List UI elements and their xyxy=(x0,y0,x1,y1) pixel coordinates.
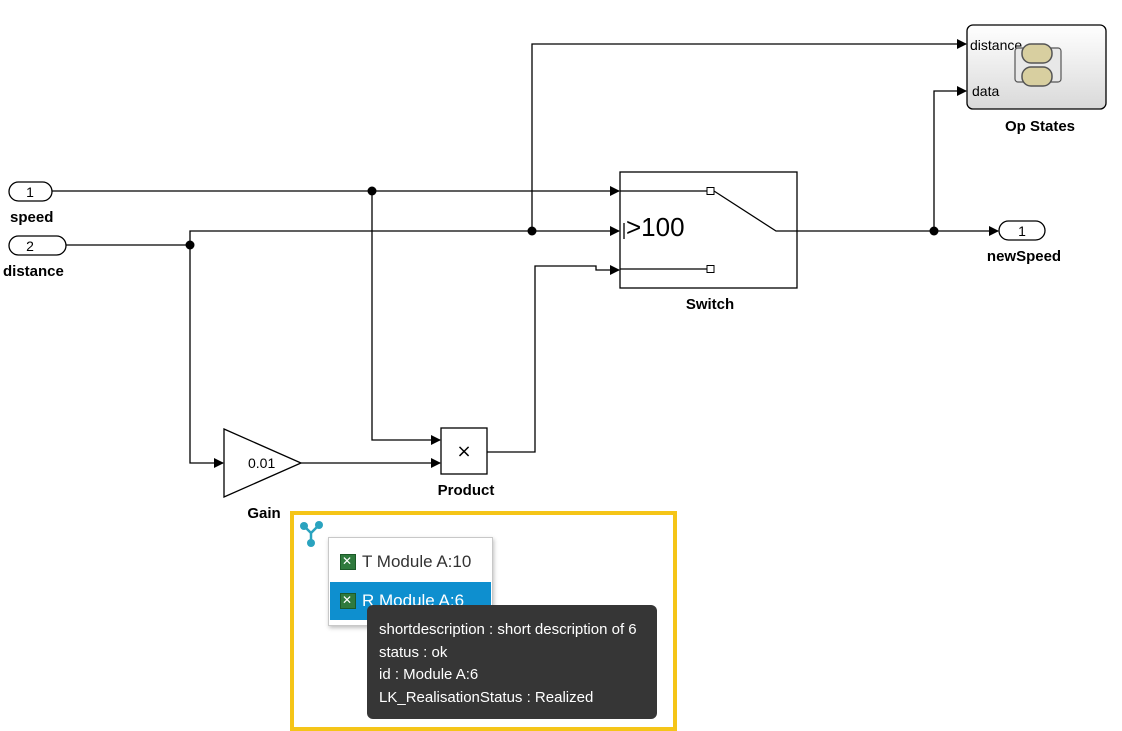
product-block[interactable]: × Product xyxy=(438,427,495,499)
switch-criteria: >100 xyxy=(626,212,685,242)
inport-speed-label: speed xyxy=(10,209,53,226)
inport-distance-number: 2 xyxy=(26,238,34,254)
op-states-port-data: data xyxy=(972,83,999,99)
tooltip-id: id : Module A:6 xyxy=(379,666,479,684)
gain-block[interactable]: 0.01 Gain xyxy=(223,428,303,522)
switch-label: Switch xyxy=(686,296,734,313)
outport-newspeed[interactable]: 1 newSpeed xyxy=(987,220,1061,265)
menu-item-t-module[interactable]: T Module A:10 xyxy=(330,543,491,581)
signal-lines xyxy=(52,39,999,468)
traceability-link-icon[interactable] xyxy=(298,519,328,549)
branch-points xyxy=(185,186,939,250)
product-label: Product xyxy=(438,482,495,499)
op-states-block[interactable]: distance data Op States xyxy=(966,24,1107,135)
inport-distance-label: distance xyxy=(3,263,64,280)
gain-value: 0.01 xyxy=(248,455,275,471)
op-states-label: Op States xyxy=(1005,118,1075,135)
inport-speed[interactable]: 1 speed xyxy=(8,181,53,226)
inport-distance[interactable]: 2 distance xyxy=(3,235,67,280)
menu-item-label: T Module A:10 xyxy=(362,552,472,571)
switch-block[interactable]: >100 Switch xyxy=(619,171,798,313)
inport-speed-number: 1 xyxy=(26,184,34,200)
gain-label: Gain xyxy=(247,505,280,522)
op-states-port-distance: distance xyxy=(970,37,1022,53)
excel-icon xyxy=(340,553,356,570)
excel-icon xyxy=(340,592,356,609)
tooltip-status: status : ok xyxy=(379,643,448,661)
product-symbol: × xyxy=(456,441,471,462)
state-chart-icon xyxy=(1014,43,1062,87)
tooltip: shortdescription : short description of … xyxy=(367,605,657,719)
tooltip-realisation-status: LK_RealisationStatus : Realized xyxy=(379,689,594,707)
tooltip-shortdescription: shortdescription : short description of … xyxy=(379,621,637,638)
outport-number: 1 xyxy=(1018,223,1026,239)
outport-label: newSpeed xyxy=(987,248,1061,265)
